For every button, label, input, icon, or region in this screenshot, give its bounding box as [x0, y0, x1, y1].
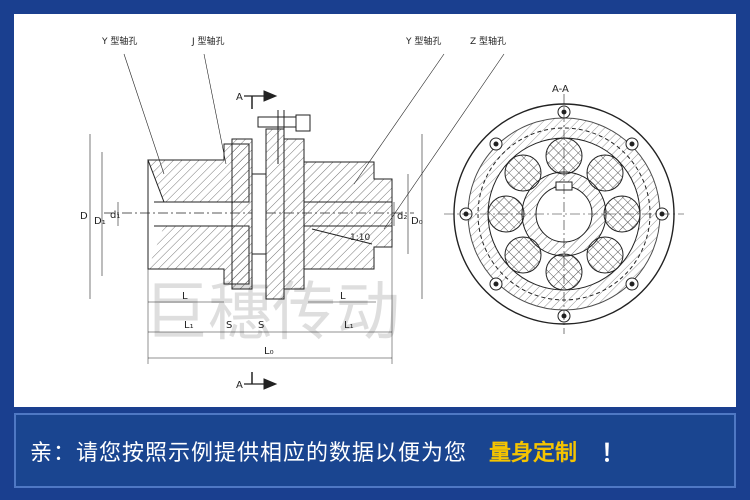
coupling-drawing-panel: 巨穗传动 [14, 14, 736, 407]
banner-exclamation: ！ [601, 439, 626, 467]
dim-L1-right: L₁ [344, 320, 354, 331]
dim-taper: 1:10 [350, 233, 370, 243]
dim-L1-left: L₁ [184, 320, 194, 331]
dim-L0: L₀ [264, 346, 274, 357]
dim-d2: d₂ [397, 211, 407, 222]
dim-S-right: S [258, 320, 264, 331]
end-section-view-a-a [444, 94, 684, 334]
label-section-top: A [236, 92, 243, 103]
custom-order-banner: 亲：请您按照示例提供相应的数据以便为您 量身定制 ！ [14, 413, 736, 488]
dim-L-right: L [340, 291, 346, 302]
technical-drawing: 巨穗传动 [80, 35, 684, 391]
label-y-hole-right: Y 型轴孔 [405, 35, 441, 47]
dim-D0: D₀ [411, 216, 423, 227]
banner-highlight-text: 量身定制 [489, 440, 578, 466]
label-y-hole-left: Y 型轴孔 [101, 35, 137, 47]
side-section-view [89, 53, 505, 390]
label-z-hole: Z 型轴孔 [470, 35, 506, 47]
banner-prompt-text: 亲：请您按照示例提供相应的数据以便为您 [30, 440, 468, 466]
label-section-view: A-A [552, 84, 569, 95]
label-section-bottom: A [236, 380, 243, 391]
dim-d1: d₁ [110, 210, 120, 221]
dim-L-left: L [182, 291, 188, 302]
dim-S-left: S [226, 320, 232, 331]
dim-D1: D₁ [94, 216, 106, 227]
label-j-hole: J 型轴孔 [191, 35, 225, 47]
dim-D: D [80, 211, 88, 222]
